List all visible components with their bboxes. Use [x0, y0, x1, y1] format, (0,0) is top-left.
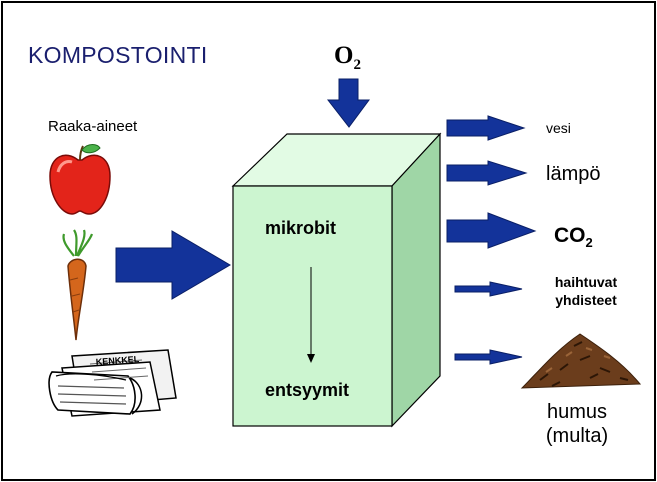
output-lampo: lämpö [546, 163, 601, 185]
box-front-face [232, 185, 393, 427]
arrow-co2 [446, 212, 537, 249]
haihtuvat-line2: yhdisteet [555, 292, 617, 308]
compost-box [231, 132, 442, 428]
box-bottom-label: entsyymit [265, 380, 350, 400]
arrow-lampo [446, 160, 528, 186]
newspaper-icon: KENKKEL [48, 349, 177, 417]
output-humus: humus (multa) [532, 400, 622, 448]
input-arrow [115, 230, 231, 300]
box-top-label: mikrobit [265, 218, 337, 238]
newspaper-masthead: KENKKEL [95, 354, 140, 367]
process-arrow-head [307, 354, 315, 363]
arrow-humus [454, 349, 523, 365]
humus-line2: (multa) [545, 425, 609, 447]
apple-icon [49, 144, 111, 215]
haihtuvat-line1: haihtuvat [554, 274, 618, 290]
arrow-haihtuvat [454, 281, 523, 297]
output-haihtuvat: haihtuvat yhdisteet [540, 273, 632, 309]
carrot-icon [62, 229, 94, 341]
soil-pile-icon [520, 333, 642, 389]
o2-input-arrow [326, 78, 370, 128]
humus-line1: humus [546, 401, 608, 423]
o2-label: O2 [334, 42, 361, 73]
output-vesi: vesi [546, 120, 571, 136]
output-co2: CO2 [554, 224, 593, 251]
box-side-face [391, 132, 441, 428]
arrow-vesi [446, 115, 526, 141]
raw-materials-label: Raaka-aineet [48, 118, 138, 135]
diagram-title: KOMPOSTOINTI [28, 42, 208, 68]
